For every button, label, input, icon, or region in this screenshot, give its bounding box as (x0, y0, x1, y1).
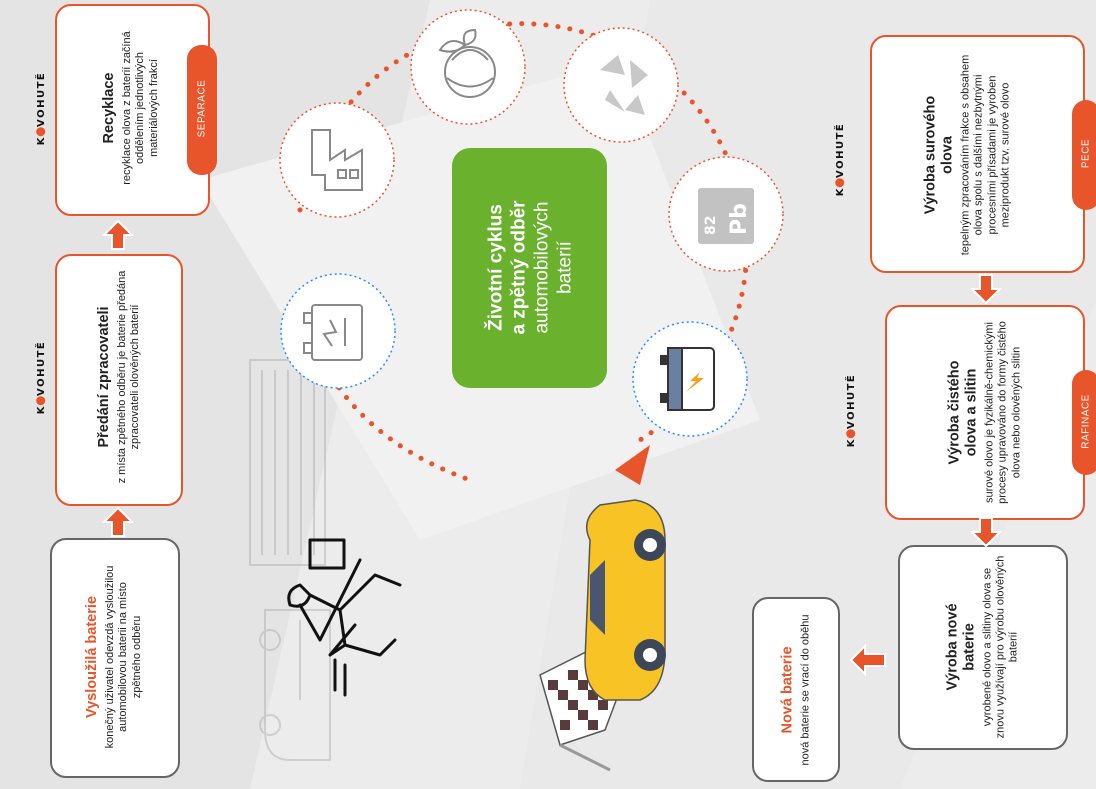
title-nove: Výroba nové baterie (944, 603, 978, 691)
card-vysluzila-content: Vysloužilá baterie konečný uživatel odev… (49, 537, 179, 777)
arrow-left-1 (849, 643, 886, 677)
card-nove-content: Výroba nové baterie vyrobené olovo a sli… (898, 545, 1068, 750)
container-bg-icon (249, 359, 326, 566)
arrow-up-2 (101, 506, 135, 537)
card-nove (898, 545, 1068, 750)
card-ciste (885, 305, 1085, 520)
globe-leaf-icon (410, 9, 526, 125)
tag-rafinace (1072, 370, 1096, 475)
card-surove-content: Výroba surového olova tepelným zpracován… (868, 38, 1068, 273)
running-man-icon (287, 538, 402, 697)
tag-pece-text: PECE (1080, 138, 1092, 169)
kovohute-logo-4: KVOHUTĚ (846, 373, 858, 448)
text-ciste: surové olovo je fyzikálně-chemickými pro… (983, 321, 1023, 504)
title-surove: Výroba surového olova (922, 95, 956, 215)
factory-icon (279, 102, 395, 218)
title-predani: Předání zpracovateli (95, 306, 112, 448)
card-recyklace-content: Recyklace recyklace olova z baterií začí… (56, 4, 206, 212)
tag-separace-text: SEPARACE (196, 79, 208, 138)
kovohute-logo-1: KVOHUTĚ (36, 71, 48, 146)
text-nove: vyrobené olovo a slitiny olova se znovu … (981, 555, 1020, 739)
text-predani: z místa zpětného odběru je baterie předá… (115, 270, 141, 484)
tag-pece (1072, 100, 1096, 210)
card-recyklace (55, 4, 210, 216)
arrow-down-1 (969, 274, 1003, 305)
card-predani (55, 254, 183, 506)
card-nova-baterie (752, 597, 840, 782)
title-ciste: Výroba čistého olova a slitin (946, 360, 980, 465)
arrow-up-1 (101, 219, 135, 250)
battery-icon (632, 321, 748, 437)
text-recyklace: recyklace olova z baterií začíná oddělen… (121, 31, 160, 185)
card-ciste-content: Výroba čistého olova a slitin surové olo… (888, 308, 1083, 518)
old-battery-icon (280, 273, 396, 389)
recycle-icon (563, 27, 679, 143)
tag-rafinace-text: RAFINACE (1080, 394, 1092, 449)
car-icon (584, 499, 666, 701)
title-nova-baterie: Nová baterie (779, 646, 796, 734)
kovohute-logo-2: KVOHUTĚ (36, 340, 48, 415)
text-vysluzila: konečný uživatel odevzdá vysloužilou aut… (104, 565, 143, 749)
logo-dot (36, 126, 46, 136)
van-bg-icon (259, 609, 331, 761)
card-predani-content: Předání zpracovateli z místa zpětného od… (56, 253, 182, 501)
kovohute-logo-3: KVOHUTĚ (835, 122, 847, 197)
card-vysluzila (50, 538, 180, 778)
tag-separace (187, 45, 217, 175)
card-nova-baterie-content: Nová baterie nová baterie se vrací do ob… (753, 598, 841, 783)
title-vysluzila: Vysloužilá baterie (84, 596, 101, 718)
pb-symbol: Pb (727, 203, 752, 235)
lead-element-icon: 82 Pb (668, 156, 784, 272)
card-surove (870, 35, 1085, 273)
arrow-down-2 (969, 517, 1003, 548)
pb-number: 82 (703, 216, 719, 235)
center-title-box (452, 148, 607, 388)
text-surove: tepelným zpracováním frakce s obsahem ol… (959, 54, 1012, 256)
text-nova-baterie: nová baterie se vrací do oběhu (799, 614, 812, 766)
title-recyklace: Recyklace (101, 72, 118, 144)
